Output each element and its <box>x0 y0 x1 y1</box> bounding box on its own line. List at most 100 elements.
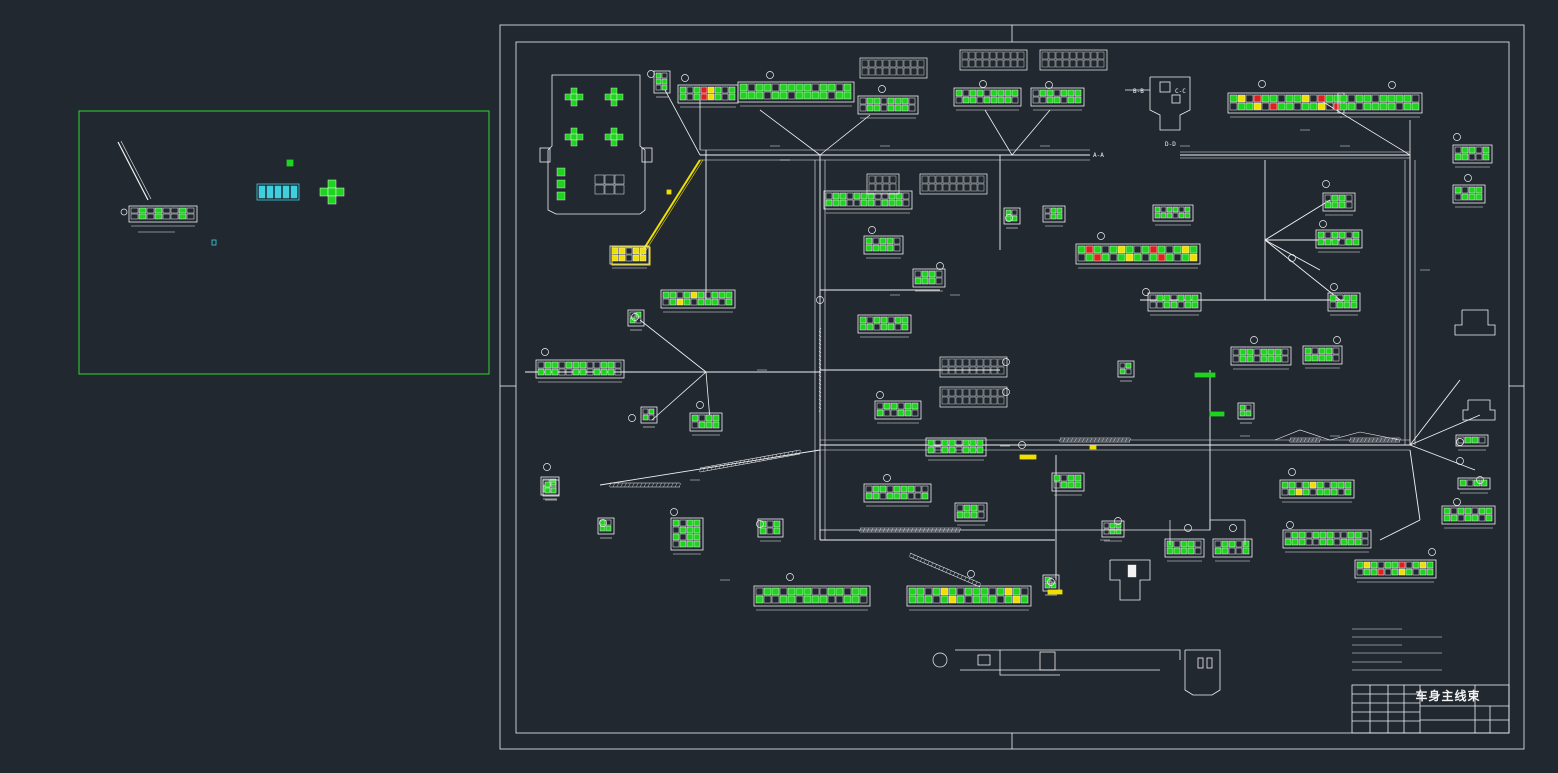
connector-housing <box>1117 360 1135 378</box>
wire <box>916 556 919 561</box>
connector-pin <box>1459 479 1467 487</box>
connector <box>1030 87 1085 111</box>
connector <box>542 479 560 501</box>
connector-pin <box>1312 531 1320 539</box>
connector-pin <box>881 199 889 207</box>
connector-pin <box>867 192 875 200</box>
connector-pin <box>997 396 1005 405</box>
connector-pin <box>662 298 670 306</box>
connector-pin <box>843 595 852 604</box>
connector-pin <box>1298 531 1306 539</box>
connector-pin <box>1189 253 1198 262</box>
wire <box>706 466 710 471</box>
connector-pin <box>1319 531 1327 539</box>
connector-pin <box>1454 193 1462 201</box>
callout-bubble <box>1288 468 1296 476</box>
connector <box>953 87 1022 111</box>
connector-pin <box>843 587 852 596</box>
connector-pin <box>1323 481 1331 489</box>
connector-pin <box>537 368 545 376</box>
connector-pin <box>990 358 998 367</box>
connector-pin <box>893 244 901 252</box>
outline <box>1206 657 1213 669</box>
connector-pin <box>935 277 943 285</box>
connector-pin <box>970 511 978 519</box>
connector-pin <box>130 213 139 220</box>
connector-pin <box>962 396 970 405</box>
sheet-inner-border <box>515 41 1510 734</box>
connector-pin <box>1331 194 1339 202</box>
connector-pin <box>865 244 873 252</box>
wire <box>667 482 670 488</box>
connector-pin <box>1325 347 1333 355</box>
connector-pin <box>1330 481 1338 489</box>
connector-pin <box>1125 368 1132 375</box>
connector-pin <box>1395 102 1404 111</box>
wire <box>919 557 923 562</box>
fuse-pin <box>556 191 566 201</box>
preview-pin <box>327 195 337 205</box>
wire <box>1454 309 1496 336</box>
connector-pin <box>900 492 908 500</box>
wire <box>1371 437 1375 443</box>
connector-pin <box>146 207 155 214</box>
connector-pin <box>825 192 833 200</box>
connector-pin <box>1062 51 1070 60</box>
connector-pin <box>1301 102 1310 111</box>
connector-pin <box>921 485 929 493</box>
connector-housing <box>753 585 871 607</box>
connector-housing <box>1003 207 1021 225</box>
connector-pin <box>882 59 890 68</box>
connector-pin <box>572 361 580 369</box>
connector-pin <box>787 587 796 596</box>
connector-pin <box>558 361 566 369</box>
connector-pin <box>880 323 888 331</box>
connector-pin <box>873 316 881 324</box>
callout-bubble <box>868 226 876 234</box>
connector-pin <box>872 492 880 500</box>
connector-pin <box>1443 514 1451 522</box>
connector-pin <box>882 175 890 184</box>
connector-housing <box>660 289 736 309</box>
wire <box>818 387 822 393</box>
connector-pin <box>1355 102 1364 111</box>
connector-pin <box>896 59 904 68</box>
connector-pin <box>1302 488 1310 496</box>
connector-pin <box>607 361 615 369</box>
connector-pin <box>901 104 909 112</box>
connector-pin <box>693 526 701 534</box>
connector-pin <box>1473 479 1481 487</box>
callout-bubble <box>878 85 886 93</box>
connector-pin <box>880 104 888 112</box>
connector-pin <box>697 291 705 299</box>
connector-pin <box>721 86 729 94</box>
wire <box>818 339 822 345</box>
connector-pin <box>1180 547 1188 555</box>
connector-pin <box>887 104 895 112</box>
connector-pin <box>1324 194 1332 202</box>
fuse-pin <box>610 93 618 101</box>
connector <box>677 84 739 108</box>
connector-pin <box>1191 294 1199 302</box>
wire <box>759 109 821 156</box>
connector-pin <box>1177 301 1185 309</box>
connector-pin <box>1291 531 1299 539</box>
wire <box>1149 76 1191 131</box>
highlighted-connector <box>609 245 650 269</box>
connector-pin <box>711 298 719 306</box>
connector-pin <box>655 78 662 85</box>
connector-pin <box>865 485 873 493</box>
harness-trunk <box>1264 239 1321 271</box>
callout-bubble <box>1005 214 1013 222</box>
connector-pin <box>914 492 922 500</box>
highlight-marker <box>1019 454 1037 460</box>
connector-pin <box>911 409 919 417</box>
status-marker <box>1194 372 1216 378</box>
fuse-pin <box>570 93 578 101</box>
callout-bubble <box>1018 441 1026 449</box>
connector <box>1315 229 1363 253</box>
connector-pin <box>1468 153 1476 161</box>
connector-pin <box>989 51 997 60</box>
